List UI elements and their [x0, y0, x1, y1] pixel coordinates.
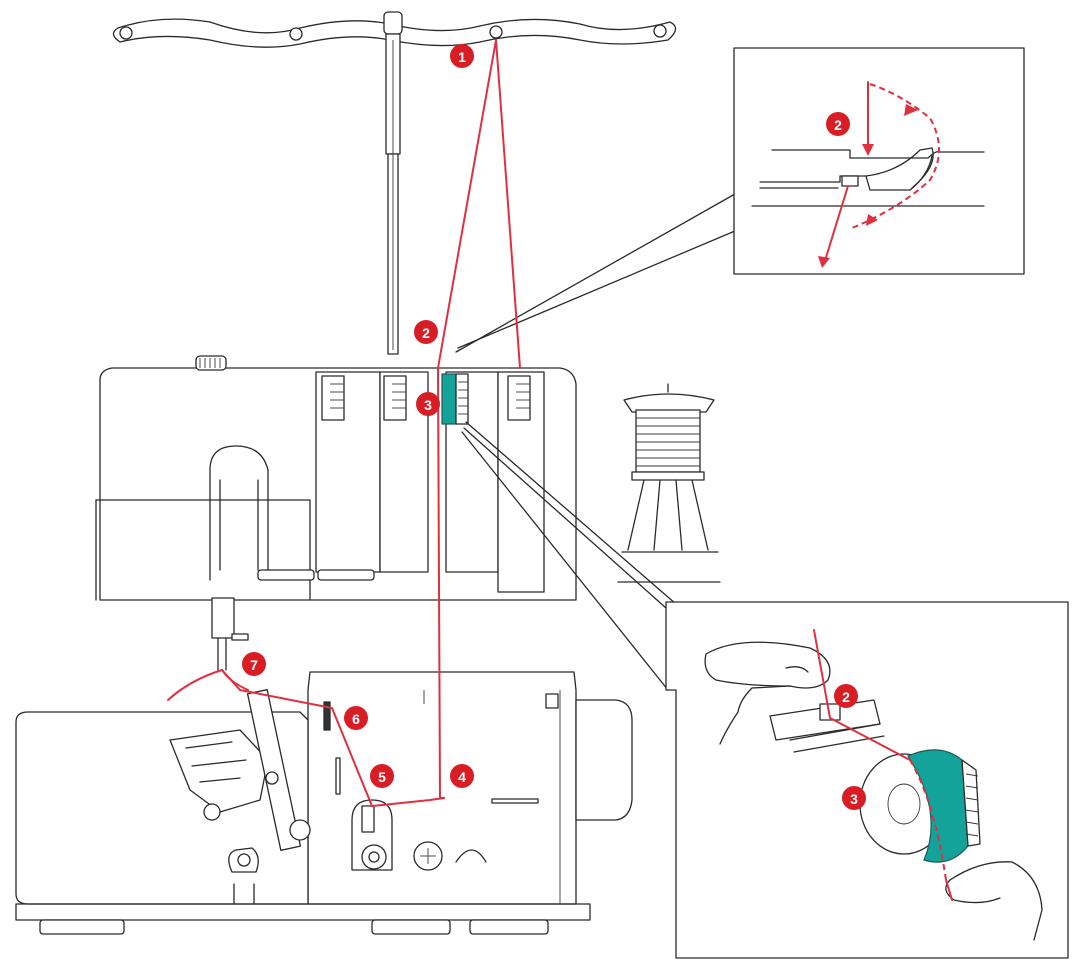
callout-leaders — [455, 189, 743, 691]
step-badge-7: 7 — [242, 652, 266, 676]
step-badge-4: 4 — [450, 764, 474, 788]
inset-bottom-step-badge-2: 2 — [834, 684, 858, 708]
inset-top-step-badge-2: 2 — [826, 112, 850, 136]
inset-tension-dial-detail: 2 3 — [665, 601, 1069, 959]
svg-text:3: 3 — [424, 397, 432, 413]
svg-text:2: 2 — [842, 689, 850, 705]
presser-foot-mechanism — [169, 689, 311, 905]
inset-bottom-step-badge-3: 3 — [842, 786, 866, 810]
svg-text:3: 3 — [850, 791, 858, 807]
lower-thread-guides — [323, 701, 539, 871]
step-badge-6: 6 — [344, 706, 368, 730]
overlock-machine-body — [15, 355, 633, 935]
svg-text:2: 2 — [422, 325, 430, 341]
svg-text:7: 7 — [250, 657, 258, 673]
svg-text:6: 6 — [352, 711, 360, 727]
step-badge-1: 1 — [450, 44, 474, 68]
tension-dial-highlighted — [441, 373, 469, 425]
svg-text:2: 2 — [834, 117, 842, 133]
thread-stand — [112, 11, 677, 355]
svg-text:5: 5 — [378, 769, 386, 785]
step-badge-2: 2 — [414, 320, 438, 344]
svg-text:1: 1 — [458, 49, 466, 65]
inset-thread-guide-detail: 2 — [733, 47, 1025, 275]
needle-bar — [211, 597, 249, 671]
top-knob — [195, 355, 227, 371]
svg-text:4: 4 — [458, 769, 466, 785]
tension-dials — [321, 375, 531, 421]
thread-path — [167, 39, 521, 807]
spare-thread-spool — [617, 383, 721, 583]
step-badge-3: 3 — [416, 392, 440, 416]
step-badge-5: 5 — [370, 764, 394, 788]
